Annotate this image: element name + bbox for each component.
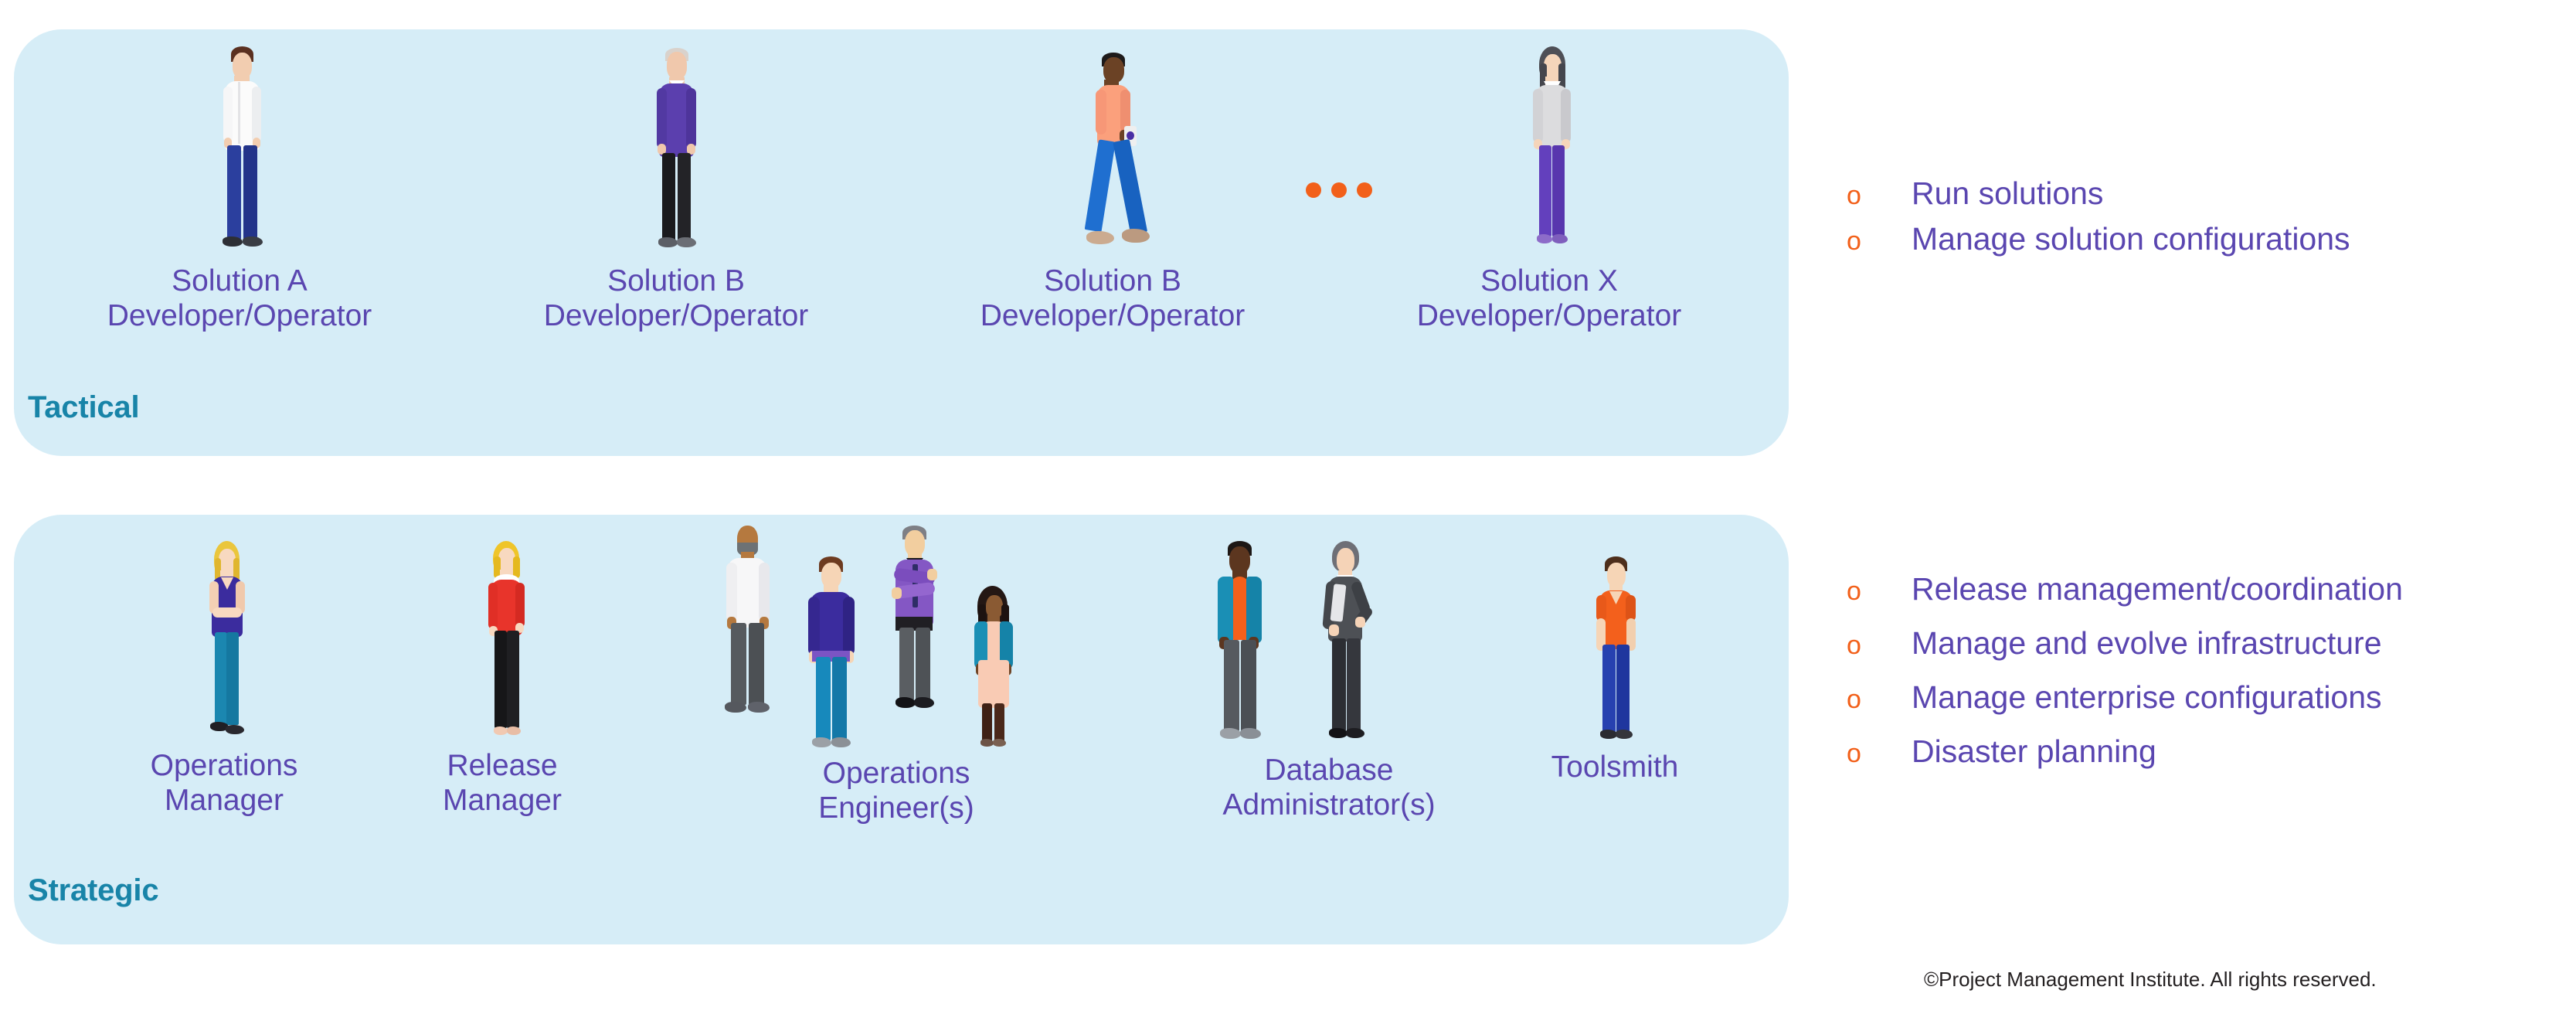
- figure-group-solution-a: [46, 46, 433, 251]
- zone-caption-strategic: Strategic: [28, 873, 159, 907]
- role-operations-engineers: Operations Engineer(s): [680, 526, 1113, 825]
- role-label: Solution X Developer/Operator: [1416, 264, 1682, 333]
- role-label: Toolsmith: [1551, 750, 1679, 784]
- responsibility-label: Manage enterprise configurations: [1912, 679, 2382, 716]
- person-figure: [481, 541, 532, 740]
- role-database-administrators: Database Administrator(s): [1120, 541, 1538, 822]
- role-label: Release Manager: [443, 749, 562, 818]
- role-label: Operations Engineer(s): [818, 757, 974, 825]
- continuation-ellipsis: [1306, 182, 1372, 198]
- person-figure: [1082, 46, 1163, 251]
- role-solution-x-developer-operator: Solution X Developer/Operator: [1356, 46, 1742, 333]
- circle-bullet-icon: o: [1847, 226, 1861, 257]
- tactical-responsibilities-list: o Run solutions o Manage solution config…: [1847, 175, 2350, 267]
- role-solution-a-developer-operator: Solution A Developer/Operator: [46, 46, 433, 333]
- figure-group-solution-b-2: [919, 46, 1306, 251]
- responsibility-item: o Manage solution configurations: [1847, 221, 2350, 257]
- person-figure: [1315, 541, 1375, 745]
- strategic-responsibilities-list: o Release management/coordination o Mana…: [1847, 571, 2403, 788]
- circle-bullet-icon: o: [1847, 631, 1861, 661]
- person-figure: [720, 526, 774, 717]
- circle-bullet-icon: o: [1847, 685, 1861, 715]
- person-figure: [215, 46, 269, 251]
- role-operations-manager: Operations Manager: [70, 541, 379, 818]
- circle-bullet-icon: o: [1847, 577, 1861, 606]
- figure-group-solution-b-1: [483, 46, 869, 251]
- figure-group-operations-engineers: [680, 526, 1113, 750]
- role-toolsmith: Toolsmith: [1483, 556, 1746, 784]
- responsibility-item: o Disaster planning: [1847, 734, 2403, 769]
- role-label: Database Administrator(s): [1222, 754, 1436, 822]
- person-figure: [887, 526, 941, 713]
- ellipsis-dot: [1357, 182, 1372, 198]
- role-solution-b-developer-operator-2: Solution B Developer/Operator: [919, 46, 1306, 333]
- person-figure: [967, 586, 1018, 750]
- role-label: Solution B Developer/Operator: [980, 264, 1246, 333]
- ellipsis-dot: [1331, 182, 1347, 198]
- role-label: Operations Manager: [150, 749, 298, 818]
- ellipsis-dot: [1306, 182, 1321, 198]
- circle-bullet-icon: o: [1847, 739, 1861, 769]
- person-figure: [804, 556, 858, 750]
- figure-group-toolsmith: [1483, 556, 1746, 742]
- role-label: Solution B Developer/Operator: [543, 264, 809, 333]
- role-release-manager: Release Manager: [363, 541, 641, 818]
- person-figure: [1524, 46, 1579, 251]
- figure-group-solution-x: [1356, 46, 1742, 251]
- person-figure: [1592, 556, 1640, 742]
- role-solution-b-developer-operator-1: Solution B Developer/Operator: [483, 46, 869, 333]
- copyright-notice: ©Project Management Institute. All right…: [1924, 968, 2377, 991]
- figure-group-operations-manager: [70, 541, 379, 740]
- person-figure: [201, 541, 252, 740]
- responsibility-label: Manage and evolve infrastructure: [1912, 625, 2382, 662]
- person-figure: [1210, 541, 1267, 745]
- responsibility-label: Release management/coordination: [1912, 571, 2403, 607]
- zone-caption-tactical: Tactical: [28, 390, 140, 424]
- role-label: Solution A Developer/Operator: [107, 264, 372, 333]
- figure-group-database-administrators: [1120, 541, 1538, 745]
- responsibility-item: o Release management/coordination: [1847, 571, 2403, 607]
- circle-bullet-icon: o: [1847, 181, 1861, 210]
- responsibility-item: o Run solutions: [1847, 175, 2350, 211]
- responsibility-item: o Manage enterprise configurations: [1847, 680, 2403, 715]
- figure-group-release-manager: [363, 541, 641, 740]
- responsibility-label: Disaster planning: [1912, 733, 2156, 770]
- responsibility-label: Run solutions: [1912, 175, 2104, 211]
- responsibility-label: Manage solution configurations: [1912, 221, 2350, 257]
- responsibility-item: o Manage and evolve infrastructure: [1847, 625, 2403, 662]
- person-figure: [649, 46, 703, 251]
- tactical-panel: [14, 29, 1789, 456]
